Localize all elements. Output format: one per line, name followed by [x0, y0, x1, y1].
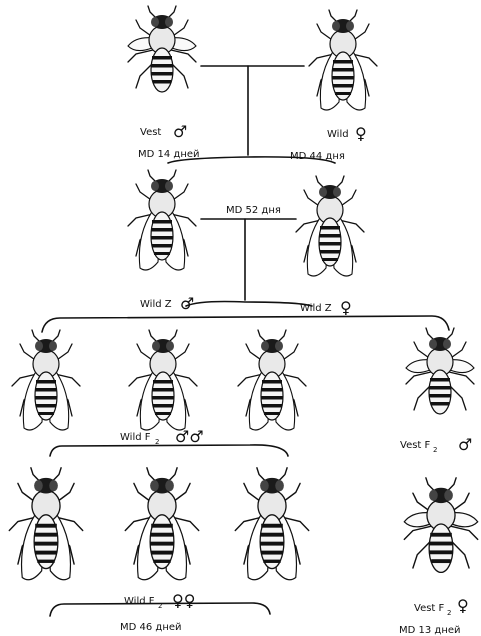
p-male-md: MD 14 дней	[138, 149, 200, 160]
f1-female-fly	[296, 176, 364, 276]
f1-female-label: Wild Z	[300, 303, 332, 314]
p-female-fly	[309, 10, 377, 110]
f2-wild-male-fly-1	[12, 330, 80, 430]
male-symbol: ♂	[458, 435, 472, 454]
f2-subscript: 2	[433, 446, 437, 454]
female-symbol: ♀	[457, 596, 469, 615]
female-symbol: ♀	[340, 298, 352, 317]
p-male-label: Vest	[140, 127, 161, 138]
females-symbol: ♀♀	[172, 591, 195, 610]
f2-wild-females-label: Wild F	[124, 596, 155, 607]
f2-subscript: 2	[447, 609, 451, 617]
f2-vest-female-fly	[404, 478, 477, 573]
f2-wild-female-fly-3	[235, 468, 308, 580]
f2-vest-male-fly	[406, 328, 474, 414]
f2-wild-males-label: Wild F	[120, 432, 151, 443]
f2-vest-male-label: Vest F	[400, 440, 431, 451]
f1-md: MD 52 дня	[226, 205, 281, 216]
f2-vest-female-label: Vest F	[414, 603, 445, 614]
f1-male-fly	[128, 170, 196, 270]
male-symbol: ♂	[173, 122, 187, 141]
f2-subscript: 2	[158, 602, 162, 610]
f1-male-label: Wild Z	[140, 299, 172, 310]
p-female-label: Wild	[327, 129, 349, 140]
f1-brace	[186, 302, 312, 307]
f2-wild-female-fly-1	[9, 468, 82, 580]
cross-lines	[42, 66, 449, 616]
f2-wild-female-fly-2	[125, 468, 198, 580]
f2-subscript: 2	[155, 438, 159, 446]
f2-wild-male-fly-3	[238, 330, 306, 430]
wild-f2-md: MD 46 дней	[120, 622, 182, 633]
f2-wild-male-fly-2	[129, 330, 197, 430]
female-symbol: ♀	[355, 124, 367, 143]
p-female-md: MD 44 дня	[290, 151, 345, 162]
wild-f2-males-brace	[50, 445, 288, 456]
males-symbol: ♂♂	[175, 427, 204, 446]
p-male-fly	[128, 6, 196, 92]
male-symbol: ♂	[180, 294, 194, 313]
vest-f2-md: MD 13 дней	[399, 625, 461, 636]
f2-bracket	[42, 316, 449, 332]
